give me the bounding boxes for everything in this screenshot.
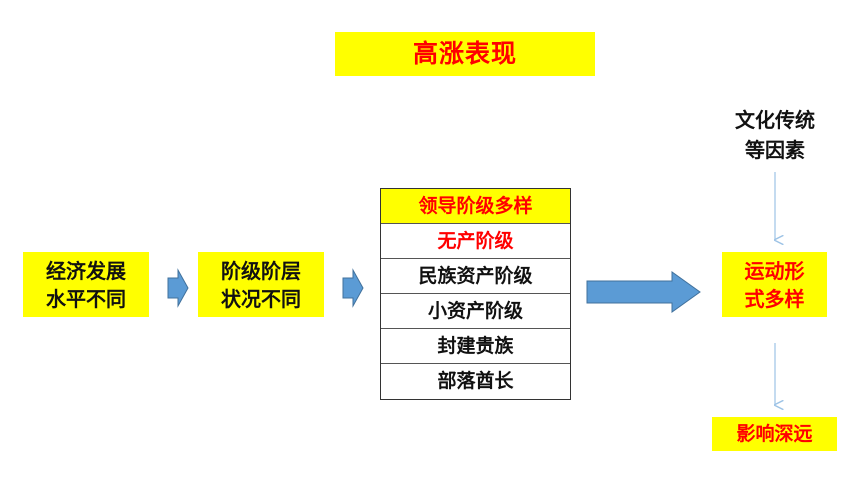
list-item: 部落酋长	[437, 370, 514, 392]
economy-line-2: 水平不同	[46, 286, 126, 311]
diagram-title: 高涨表现	[335, 32, 595, 76]
list-item: 无产阶级	[381, 224, 570, 259]
leadership-class-list: 领导阶级多样 无产阶级 民族资产阶级 小资产阶级 封建贵族 部落酋长	[380, 188, 571, 400]
economy-line-1: 经济发展	[46, 258, 126, 283]
movement-forms-line-2: 式多样	[744, 286, 805, 311]
list-item: 小资产阶级	[381, 294, 570, 329]
class-status-box: 阶级阶层 状况不同	[198, 252, 324, 317]
arrow-right-2	[342, 268, 364, 308]
list-item: 民族资产阶级	[381, 259, 570, 294]
arrow-right-3	[586, 271, 701, 313]
movement-forms-line-1: 运动形	[744, 258, 805, 283]
factors-line-2: 等因素	[745, 138, 805, 162]
economy-box: 经济发展 水平不同	[23, 252, 149, 317]
list-item: 封建贵族	[381, 329, 570, 364]
class-status-line-2: 状况不同	[221, 286, 301, 311]
movement-forms-box: 运动形 式多样	[722, 252, 827, 317]
factors-line-1: 文化传统	[735, 108, 815, 132]
class-status-line-1: 阶级阶层	[221, 258, 301, 283]
arrow-right-1	[167, 268, 189, 308]
factors-label: 文化传统 等因素	[715, 105, 835, 165]
effect-box: 影响深远	[712, 417, 837, 451]
leadership-header: 领导阶级多样	[381, 189, 570, 224]
